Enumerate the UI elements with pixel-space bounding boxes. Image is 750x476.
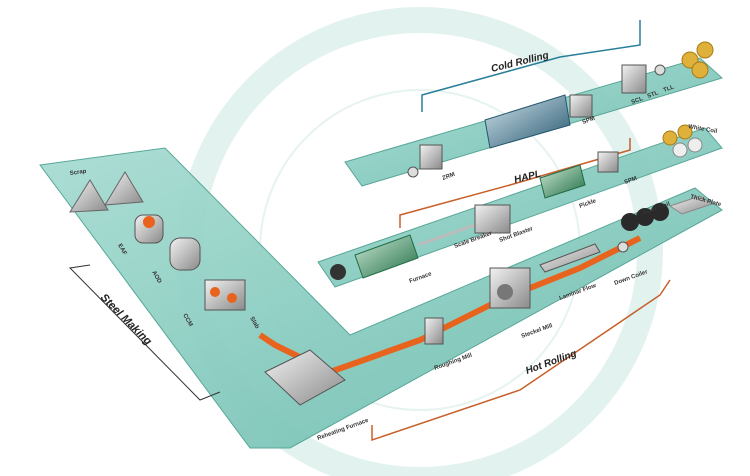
roughing-mill-icon xyxy=(424,317,444,345)
white-coil-label: White Coil xyxy=(688,124,718,135)
zrm-label: ZRM xyxy=(442,172,456,182)
scrap-label: Scrap xyxy=(69,169,87,177)
reheating-furnace-icon xyxy=(264,349,346,406)
scl-label: SCL xyxy=(631,96,645,106)
spm-icon xyxy=(597,151,619,173)
furnace-label: Furnace xyxy=(409,271,434,285)
laminar-flow-icon xyxy=(539,243,601,273)
scl-icon xyxy=(621,64,647,94)
steckel-mill-label: Steckel Mill xyxy=(521,323,554,340)
black-coil-icon xyxy=(621,213,639,231)
eaf-label: EAF xyxy=(116,243,127,257)
coil-icon xyxy=(330,264,346,280)
steel-making-bracket xyxy=(68,264,221,401)
furnace-icon xyxy=(354,234,419,279)
hot-rolling-bracket xyxy=(371,279,671,442)
tll-label: TLL xyxy=(663,84,676,94)
hapl-label: HAPL xyxy=(513,169,542,186)
pickle-label: Pickle xyxy=(579,198,598,210)
spm-cold-icon xyxy=(569,94,593,118)
hot-strip xyxy=(258,235,642,375)
scrap-pile-icon xyxy=(69,179,109,213)
eaf-icon xyxy=(134,214,164,244)
hapl-bracket xyxy=(399,138,631,228)
aod-icon xyxy=(169,237,201,271)
cold-rolling-tank-icon xyxy=(484,94,571,149)
stl-label: STL xyxy=(647,90,660,100)
shot-blaster-icon xyxy=(474,204,511,234)
equipment-shapes xyxy=(69,41,714,406)
spm-cold-label: SPM xyxy=(582,116,596,126)
down-coiler-icon xyxy=(617,241,629,253)
spm-hapl-label: SPM xyxy=(624,176,638,186)
zrm-icon xyxy=(419,144,443,170)
steel-making-panel xyxy=(39,147,723,449)
cold-rolling-bracket xyxy=(421,20,641,112)
slab-label: Slab xyxy=(248,316,260,330)
scrap-pile-icon xyxy=(104,171,144,206)
thick-plate-icon xyxy=(668,195,714,215)
pickle-icon xyxy=(539,164,586,199)
hot-rolling-label: Hot Rolling xyxy=(524,348,578,377)
white-coil-icon xyxy=(672,142,688,158)
